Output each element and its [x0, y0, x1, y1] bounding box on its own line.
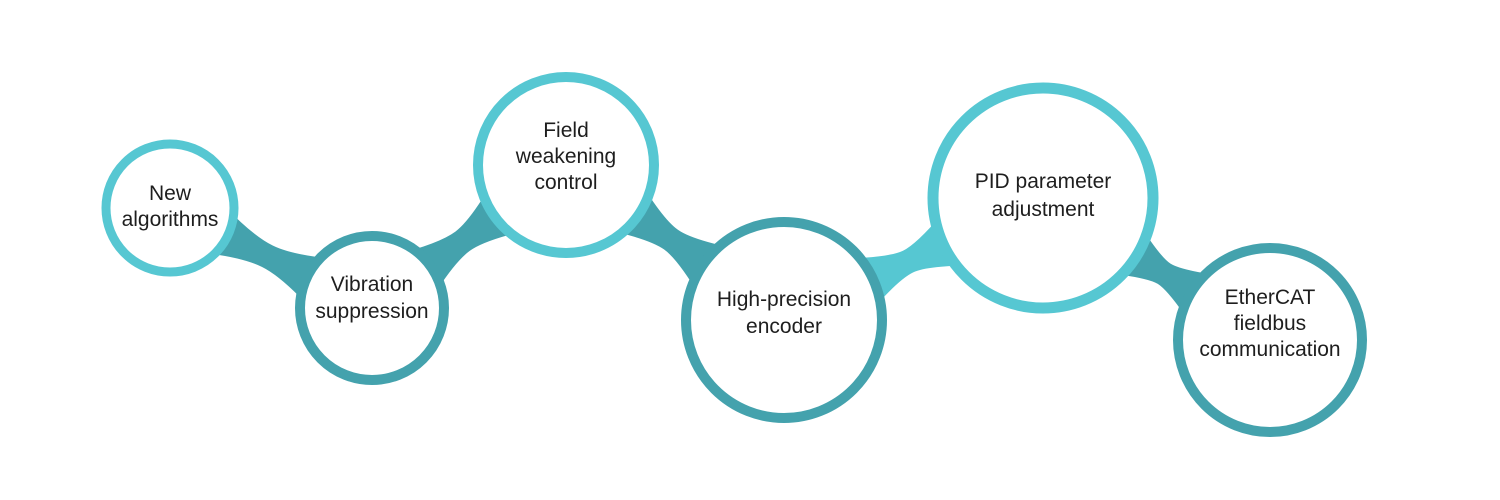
node-circle	[101, 139, 239, 277]
node-label-line: weakening	[515, 145, 616, 168]
node-label-line: New	[149, 182, 192, 205]
node-new-algorithms: New algorithms	[101, 139, 239, 277]
node-field-weakening-control: Field weakening control	[473, 72, 659, 258]
node-label-line: Vibration	[331, 273, 414, 296]
node-circle	[681, 217, 887, 423]
node-label-line: High-precision	[717, 288, 851, 311]
node-label-line: algorithms	[122, 208, 219, 231]
node-label-line: encoder	[746, 315, 822, 338]
node-label-line: Field	[543, 119, 589, 142]
node-label-line: EtherCAT	[1225, 286, 1316, 309]
node-label-line: communication	[1199, 338, 1340, 361]
node-label-line: fieldbus	[1234, 312, 1306, 335]
node-pid-parameter-adjustment: PID parameter adjustment	[927, 82, 1159, 314]
node-high-precision-encoder: High-precision encoder	[681, 217, 887, 423]
node-circle	[295, 231, 449, 385]
node-label-line: PID parameter	[975, 170, 1112, 193]
node-ethercat-fieldbus-communication: EtherCAT fieldbus communication	[1173, 243, 1367, 437]
node-label-line: control	[534, 171, 597, 194]
node-vibration-suppression: Vibration suppression	[295, 231, 449, 385]
node-circle	[927, 82, 1159, 314]
node-circle	[473, 72, 659, 258]
node-label-line: adjustment	[992, 198, 1095, 221]
node-circle	[1173, 243, 1367, 437]
node-label-line: suppression	[315, 300, 428, 323]
